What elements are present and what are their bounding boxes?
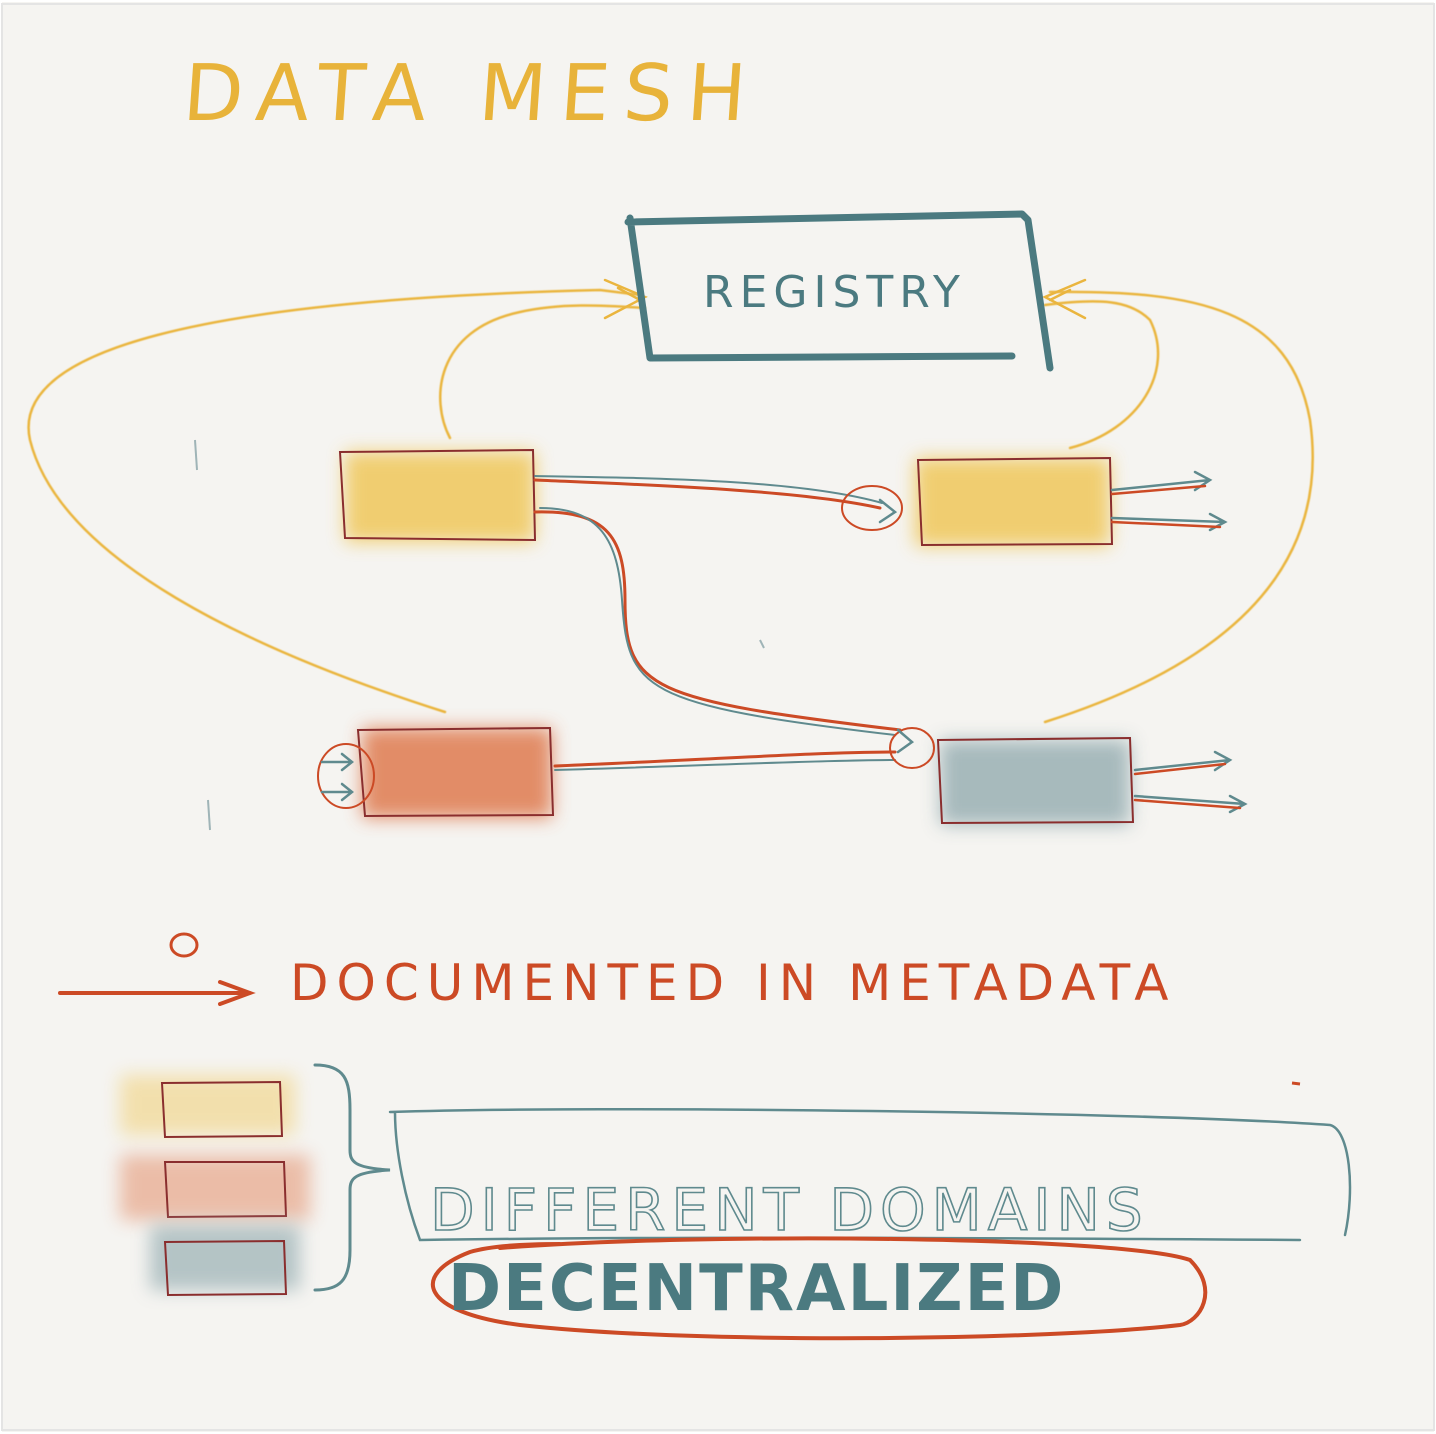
legend-brace [313, 1063, 391, 1292]
arrow-right-icon [878, 498, 898, 524]
connection-bottom-left-to-bottom-right-teal [554, 759, 896, 771]
legend-swatch-yellow [160, 1080, 284, 1139]
metadata-symbols [317, 485, 935, 809]
legend-swatch-grey-fill [150, 1225, 300, 1290]
arrow-right-icon [896, 728, 915, 754]
legend-note: DOCUMENTED IN METADATA [290, 954, 1176, 1012]
legend-swatch-yellow-fill [120, 1075, 295, 1135]
domain-fill [362, 728, 552, 818]
arrow-right-icon [1110, 484, 1207, 496]
metadata-circle-icon [841, 485, 903, 531]
metadata-circle-icon [889, 727, 935, 769]
stray-marks [194, 439, 765, 831]
domain-border [356, 726, 555, 818]
diagram-title: DATA MESH [180, 49, 763, 139]
arrowhead-left [603, 278, 648, 320]
output-arrows [1110, 470, 1248, 814]
arrow-right-icon [1133, 762, 1227, 776]
link-inner-left [439, 304, 647, 440]
connection-top-left-to-bottom-right [533, 510, 902, 732]
connection-top-left-to-bottom-right-teal [539, 507, 896, 736]
metadata-circle-icon [317, 743, 375, 809]
input-arrows [320, 498, 915, 802]
domain-fill [345, 452, 535, 542]
arrow-right-icon [1133, 798, 1242, 810]
link-outer-right [1043, 290, 1314, 724]
decentralized-ellipse [430, 1236, 1208, 1341]
domain-border [338, 448, 537, 542]
legend-metadata: DOCUMENTED IN METADATA [58, 932, 1176, 1012]
registration-links [27, 288, 1314, 724]
legend-circle-icon [169, 932, 199, 958]
arrow-right-icon [1110, 520, 1222, 529]
different-domains-callout: DIFFERENT DOMAINS [388, 1107, 1352, 1245]
domain-node-bottom-right[interactable] [936, 736, 1135, 825]
registry-border [624, 210, 1054, 372]
registry-box[interactable]: REGISTRY [624, 210, 1054, 372]
domain-node-top-right[interactable] [915, 456, 1114, 547]
legend-swatch-orange-fill [120, 1155, 310, 1220]
different-domains-label: DIFFERENT DOMAINS [430, 1176, 1149, 1244]
paper-border [1, 3, 1435, 1431]
legend-arrow-icon [58, 980, 256, 1006]
arrowhead-right [1042, 278, 1087, 320]
callout-border [388, 1107, 1352, 1242]
stray-dash [1291, 1081, 1301, 1086]
connection-bottom-left-to-bottom-right [553, 750, 897, 768]
decentralized-label: DECENTRALIZED [448, 1252, 1065, 1326]
legend-swatch-orange [163, 1161, 288, 1219]
arrow-right-icon [1133, 794, 1248, 814]
link-inner-right [1043, 300, 1160, 450]
registry-arrowheads [603, 278, 1087, 320]
domain-node-bottom-left[interactable] [356, 726, 555, 818]
domain-border [936, 736, 1135, 825]
arrow-right-icon [1133, 750, 1233, 772]
domain-border [916, 456, 1114, 547]
decentralized-callout: DECENTRALIZED [430, 1236, 1208, 1341]
connection-top-left-to-top-right [533, 478, 882, 510]
legend-domains [120, 1063, 391, 1297]
arrow-right-icon [320, 782, 355, 802]
domain-fill [915, 458, 1110, 546]
domain-fill [940, 740, 1130, 825]
registry-label: REGISTRY [703, 267, 966, 318]
domain-node-top-left[interactable] [338, 448, 537, 542]
link-outer-left [27, 288, 642, 714]
arrow-right-icon [320, 752, 355, 772]
legend-swatch-grey [163, 1239, 288, 1297]
